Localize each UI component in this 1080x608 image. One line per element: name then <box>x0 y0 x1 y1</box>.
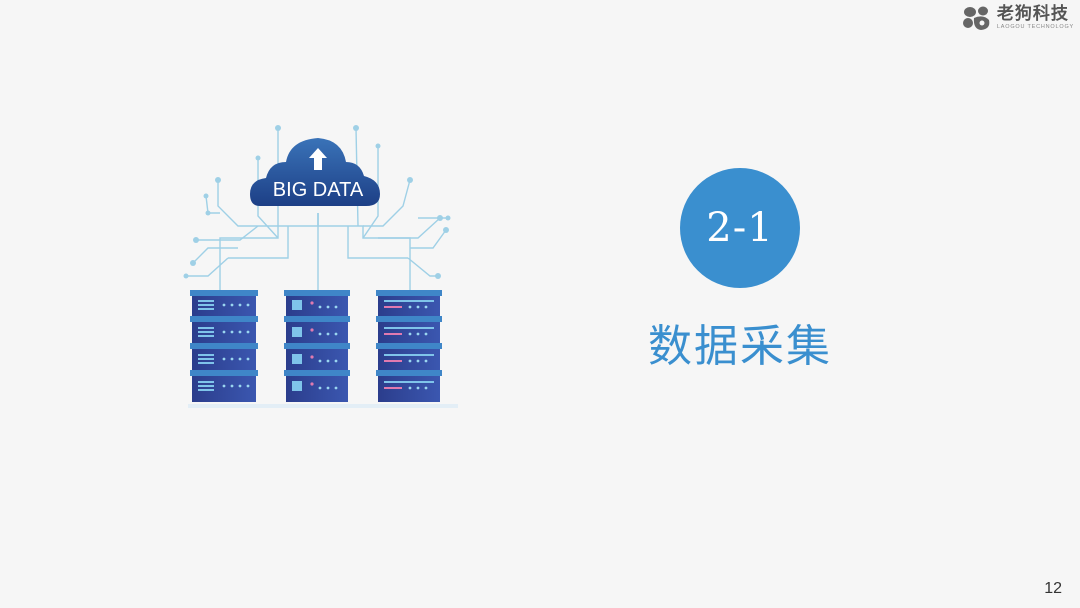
cloud-label: BIG DATA <box>273 179 364 201</box>
section-title: 数据采集 <box>648 321 832 372</box>
logo-name-cn: 老狗科技 <box>996 3 1069 24</box>
page-number: 12 <box>1044 580 1062 597</box>
big-data-cloud-servers-illustration: BIG DATA <box>183 125 458 408</box>
logo-name-en: LAOGOU TECHNOLOGY <box>996 23 1074 30</box>
section-number: 2-1 <box>706 205 774 251</box>
company-logo: 老狗科技 LAOGOU TECHNOLOGY <box>961 4 1074 32</box>
paw-logo-icon <box>962 6 990 30</box>
section-number-badge: 2-1 <box>680 168 800 288</box>
